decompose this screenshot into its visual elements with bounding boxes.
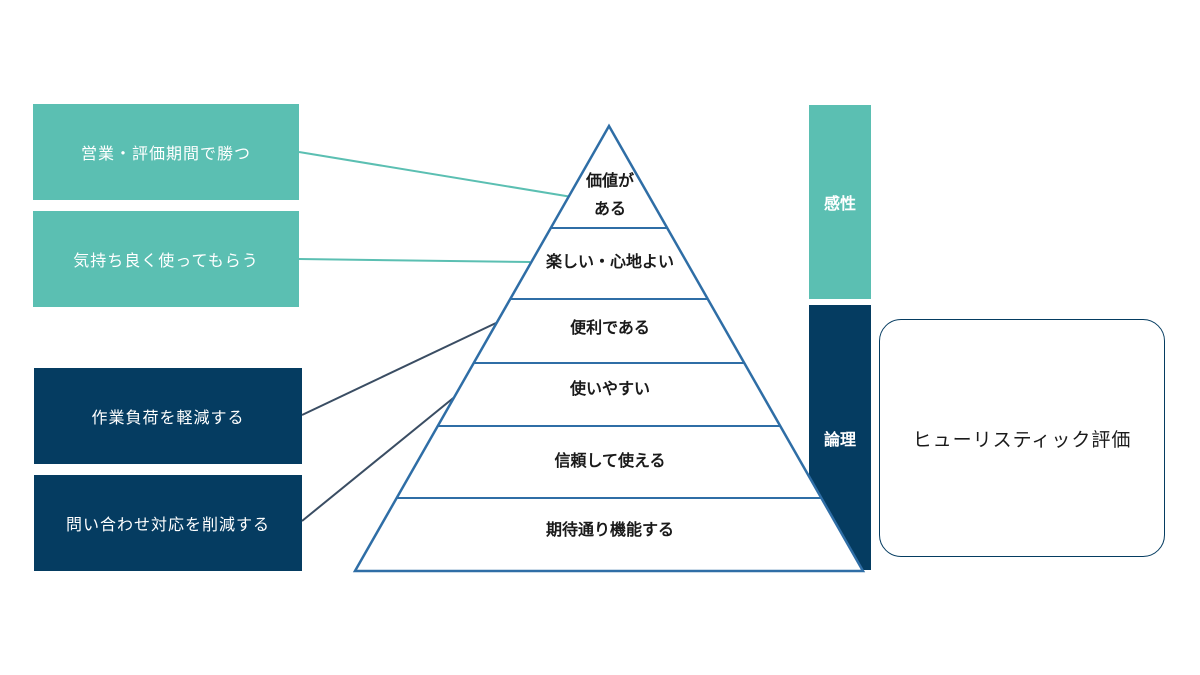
goal-label: 気持ち良く使ってもらう xyxy=(73,251,259,270)
method-box-heuristic-evaluation: ヒューリスティック評価 xyxy=(879,319,1165,557)
goal-label: 問い合わせ対応を削減する xyxy=(65,515,270,534)
pyramid-level-usable: 使いやすい xyxy=(569,379,650,398)
goal-box-win-evaluation: 営業・評価期間で勝つ xyxy=(33,104,299,200)
pyramid-level-reliable: 信頼して使える xyxy=(554,451,665,470)
band-kansei-label: 感性 xyxy=(823,194,856,213)
pyramid-level-convenient: 便利である xyxy=(570,318,650,337)
pyramid-level-value-line1: 価値が xyxy=(585,171,634,190)
goal-box-pleasant-use: 気持ち良く使ってもらう xyxy=(33,211,299,307)
band-kansei: 感性 xyxy=(809,105,871,299)
goal-label: 営業・評価期間で勝つ xyxy=(80,144,251,163)
pyramid-outline xyxy=(352,123,866,573)
goal-label: 作業負荷を軽減する xyxy=(91,408,245,427)
goal-box-reduce-workload: 作業負荷を軽減する xyxy=(34,368,302,464)
pyramid-level-enjoyable: 楽しい・心地よい xyxy=(545,252,674,271)
pyramid-level-value-line2: ある xyxy=(594,199,626,218)
band-ronri: 論理 xyxy=(809,305,871,570)
goal-box-reduce-inquiries: 問い合わせ対応を削減する xyxy=(34,475,302,571)
connector-line xyxy=(301,322,497,416)
method-label: ヒューリスティック評価 xyxy=(912,428,1132,451)
band-ronri-label: 論理 xyxy=(823,429,856,449)
connector-line xyxy=(298,258,531,263)
connector-line xyxy=(301,394,458,522)
connector-line xyxy=(298,151,573,198)
pyramid-level-functional: 期待通り機能する xyxy=(546,520,674,539)
